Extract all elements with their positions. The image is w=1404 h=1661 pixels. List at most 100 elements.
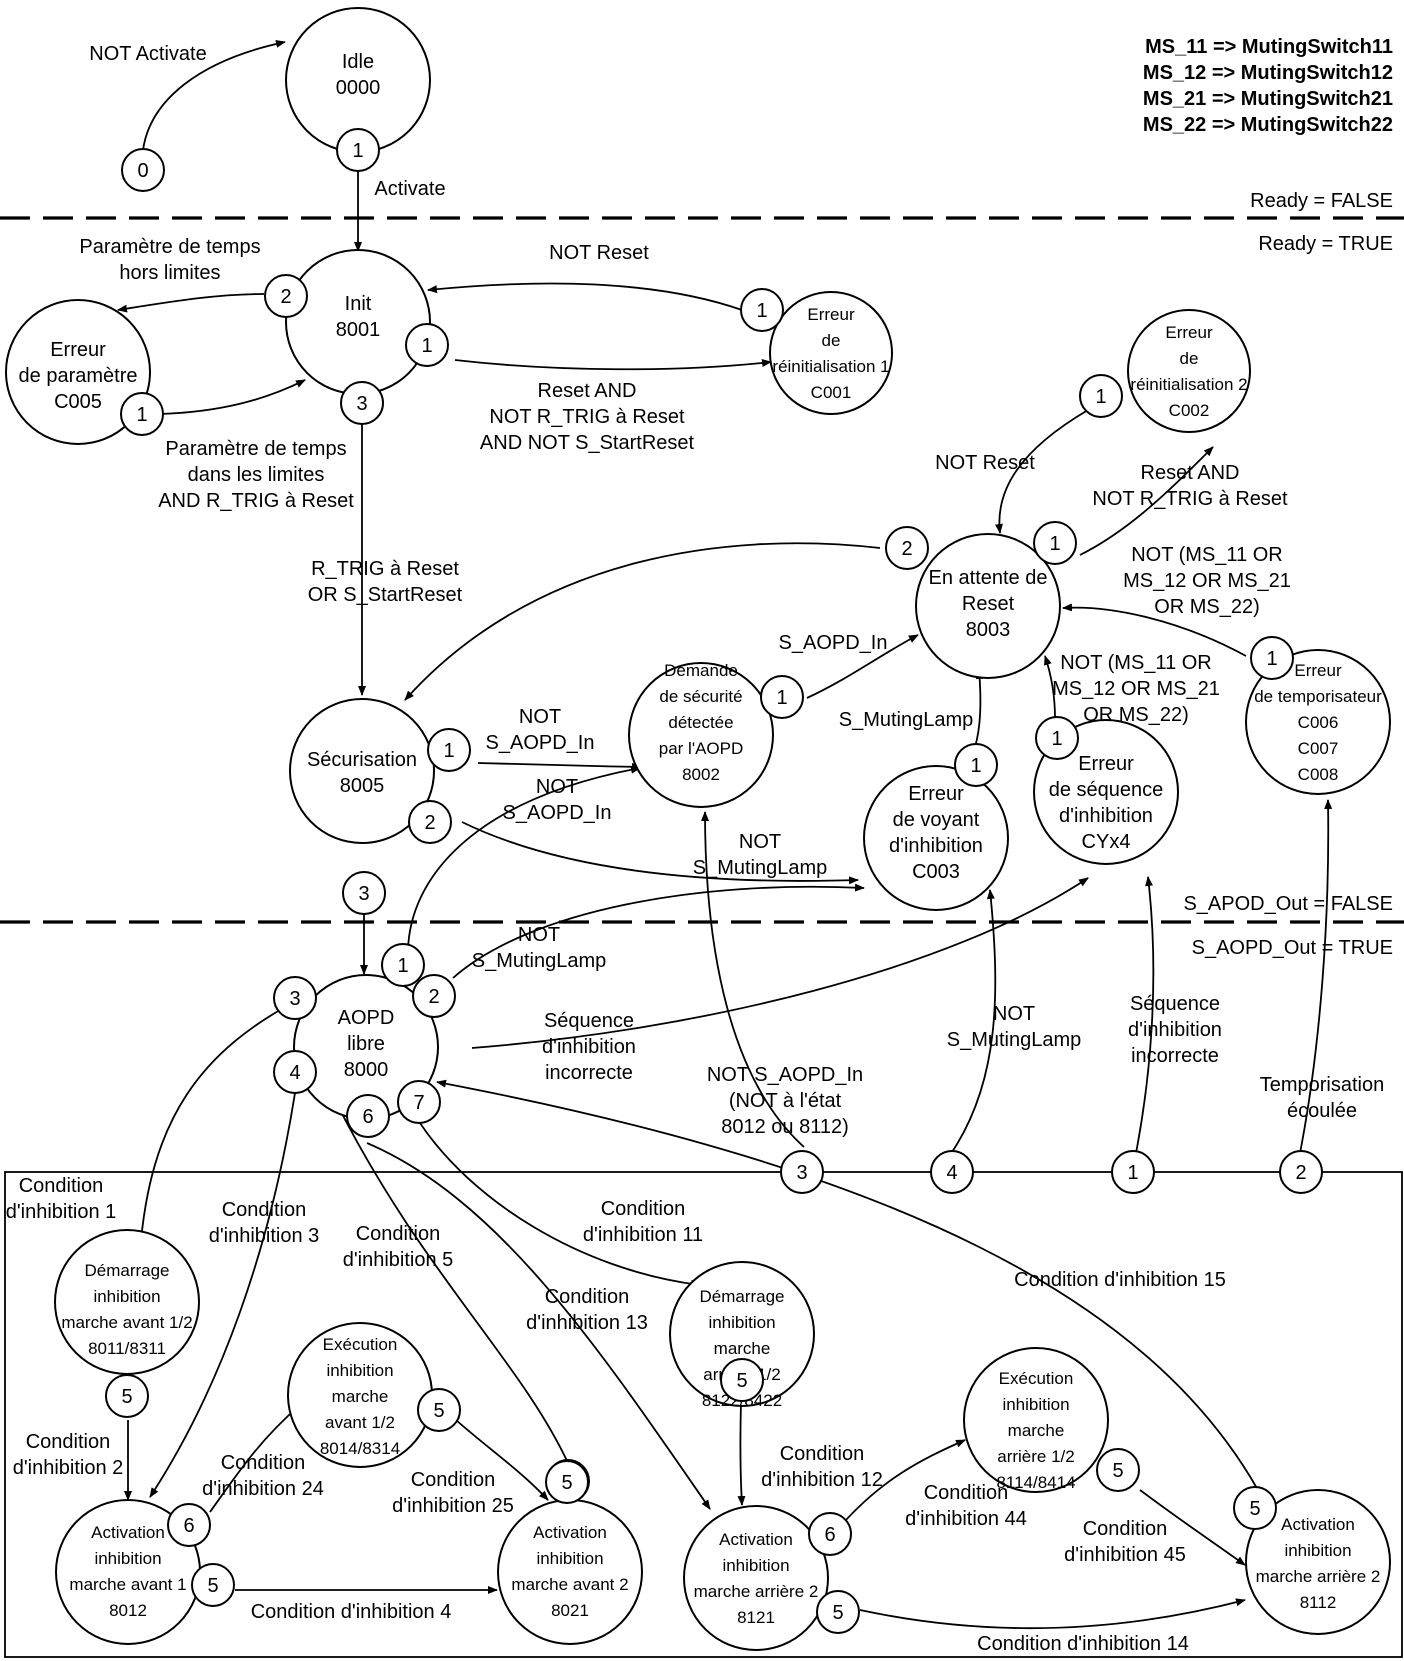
edge-cond44 bbox=[836, 1439, 966, 1531]
port-number: 1 bbox=[397, 955, 408, 977]
transition-label-line: hors limites bbox=[119, 262, 220, 284]
transition-label-line: Condition bbox=[780, 1443, 865, 1465]
port-circle bbox=[780, 1150, 824, 1194]
port-number-line: 3 bbox=[796, 1162, 807, 1184]
state-label-demarrage_avant-line: Démarrage bbox=[84, 1261, 169, 1280]
transition-label-line: d'inhibition 2 bbox=[13, 1457, 124, 1479]
port-circle bbox=[1111, 1150, 1155, 1194]
transition-label-line: AND NOT S_StartReset bbox=[480, 432, 695, 454]
transition-label-line: S_MutingLamp bbox=[839, 709, 974, 731]
transition-label: Activate bbox=[374, 178, 445, 200]
state-erreur-reinit2 bbox=[1127, 309, 1251, 433]
port-circle bbox=[191, 1563, 235, 1607]
port-number-line: 6 bbox=[183, 1515, 194, 1537]
port-number-line: 5 bbox=[207, 1575, 218, 1597]
transition-label-line: NOT Reset bbox=[549, 242, 649, 264]
state-label-execution_avant-line: marche bbox=[332, 1387, 389, 1406]
state-label-aopd_libre-line: 8000 bbox=[344, 1059, 389, 1081]
port-number: 5 bbox=[207, 1575, 218, 1597]
zone-labels: Ready = FALSE Ready = TRUE S_APOD_Out = … bbox=[1183, 190, 1393, 959]
edge-cond12 bbox=[737, 1402, 746, 1506]
port-number: 1 bbox=[352, 140, 363, 162]
transition-label-line: Condition bbox=[356, 1223, 441, 1245]
state-activation-arriere2b bbox=[1245, 1489, 1391, 1635]
transition-label-line: Condition bbox=[545, 1286, 630, 1308]
state-label-activation_avant1-line: inhibition bbox=[94, 1549, 161, 1568]
port-circle bbox=[340, 381, 384, 425]
state-label-attente_reset-line: Reset bbox=[962, 593, 1015, 615]
transition-label-line: NOT Activate bbox=[89, 43, 206, 65]
state-label-erreur_sequence-line: CYx4 bbox=[1082, 831, 1131, 853]
state-label-demarrage_avant-line: inhibition bbox=[93, 1287, 160, 1306]
state-label-activation_avant2-line: 8021 bbox=[551, 1601, 589, 1620]
port-number: 2 bbox=[424, 812, 435, 834]
state-attente-reset bbox=[915, 533, 1061, 679]
state-label-idle-line: 0000 bbox=[336, 77, 381, 99]
port-number: 1 bbox=[1095, 386, 1106, 408]
transition-label-line: d'inhibition 13 bbox=[526, 1312, 648, 1334]
state-label-init-line: Init bbox=[345, 293, 372, 315]
transition-label-line: S_MutingLamp bbox=[472, 950, 607, 972]
transition-label-line: NOT R_TRIG à Reset bbox=[1092, 488, 1288, 510]
edge-aopd-to-sequence bbox=[471, 877, 1089, 1049]
state-activation-arriere2 bbox=[683, 1505, 829, 1651]
port-circle bbox=[954, 743, 998, 787]
port-circle bbox=[273, 1050, 317, 1094]
edge-sequence-to-reset bbox=[1044, 655, 1056, 719]
port-circle bbox=[417, 1388, 461, 1432]
state-label-activation_arriere2-line: Activation bbox=[719, 1530, 793, 1549]
port-circle bbox=[1079, 374, 1123, 418]
port-number-line: 1 bbox=[776, 687, 787, 709]
transition-label: NOT Activate bbox=[89, 43, 206, 65]
edge-cond11 bbox=[417, 1119, 701, 1288]
port-number-line: 0 bbox=[137, 160, 148, 182]
state-label-aopd_libre-line: AOPD bbox=[338, 1007, 395, 1029]
transition-label: Condition d'inhibition 13 bbox=[526, 1286, 648, 1334]
state-label-erreur_sequence-line: Erreur bbox=[1078, 753, 1134, 775]
transition-label: NOT Reset bbox=[935, 452, 1035, 474]
transition-label-line: S_AOPD_In bbox=[486, 732, 595, 754]
transition-label-line: incorrecte bbox=[1131, 1045, 1219, 1067]
state-label-erreur_voyant-line: Erreur bbox=[908, 783, 964, 805]
port-circle bbox=[1096, 1448, 1140, 1492]
muting-sequence-box bbox=[4, 1171, 1403, 1658]
edge-not-activate bbox=[142, 39, 286, 151]
edge-cond45 bbox=[1139, 1489, 1246, 1566]
port-number-line: 1 bbox=[397, 955, 408, 977]
port-number-line: 4 bbox=[946, 1162, 957, 1184]
port-circle bbox=[397, 1080, 441, 1124]
transition-label: NOT Reset bbox=[549, 242, 649, 264]
transition-label-line: NOT bbox=[993, 1003, 1035, 1025]
zone-aopd-out-true: S_AOPD_Out = TRUE bbox=[1192, 937, 1393, 959]
edge-aopd-to-demande bbox=[407, 765, 641, 951]
transition-label-line: 8012 ou 8112) bbox=[721, 1116, 849, 1138]
state-label-securisation-line: Sécurisation bbox=[307, 749, 417, 771]
port-number-line: 5 bbox=[561, 1472, 572, 1494]
port-number: 1 bbox=[1266, 648, 1277, 670]
state-label-execution_avant-line: 8014/8314 bbox=[320, 1439, 400, 1458]
edge-param-ok bbox=[159, 379, 306, 415]
port-number-line: 1 bbox=[1049, 533, 1060, 555]
port-circle bbox=[264, 274, 308, 318]
transition-label-line: d'inhibition 1 bbox=[6, 1201, 117, 1223]
port-number: 2 bbox=[280, 286, 291, 308]
transition-label: Condition d'inhibition 15 bbox=[1014, 1269, 1226, 1291]
state-label-erreur_reinit1-line: de bbox=[822, 331, 841, 350]
port-number: 5 bbox=[433, 1400, 444, 1422]
port-number-line: 1 bbox=[421, 335, 432, 357]
port-circle bbox=[930, 1150, 974, 1194]
edge-voyant-to-reset bbox=[974, 669, 984, 748]
transition-label-line: Condition bbox=[411, 1469, 496, 1491]
